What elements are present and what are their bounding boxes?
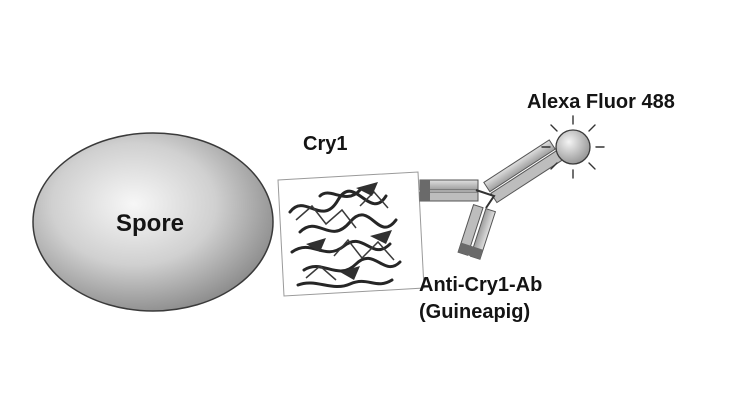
spore-icon: [32, 132, 274, 312]
antibody-hinge: [475, 189, 496, 209]
fluorophore-icon: [541, 115, 605, 179]
cry1-label: Cry1: [303, 133, 347, 155]
spore-label: Spore: [116, 210, 184, 237]
fluorophore-label: Alexa Fluor 488: [527, 91, 675, 113]
antibody-label: Anti-Cry1-Ab: [419, 274, 542, 296]
antibody-icon: [419, 139, 564, 260]
antibody-arm-left: [419, 179, 479, 202]
cry1-protein-icon: [277, 171, 425, 297]
antibody-host-label: (Guineapig): [419, 301, 530, 323]
antibody-arm-upper: [483, 139, 564, 204]
antibody-stem: [457, 203, 497, 260]
